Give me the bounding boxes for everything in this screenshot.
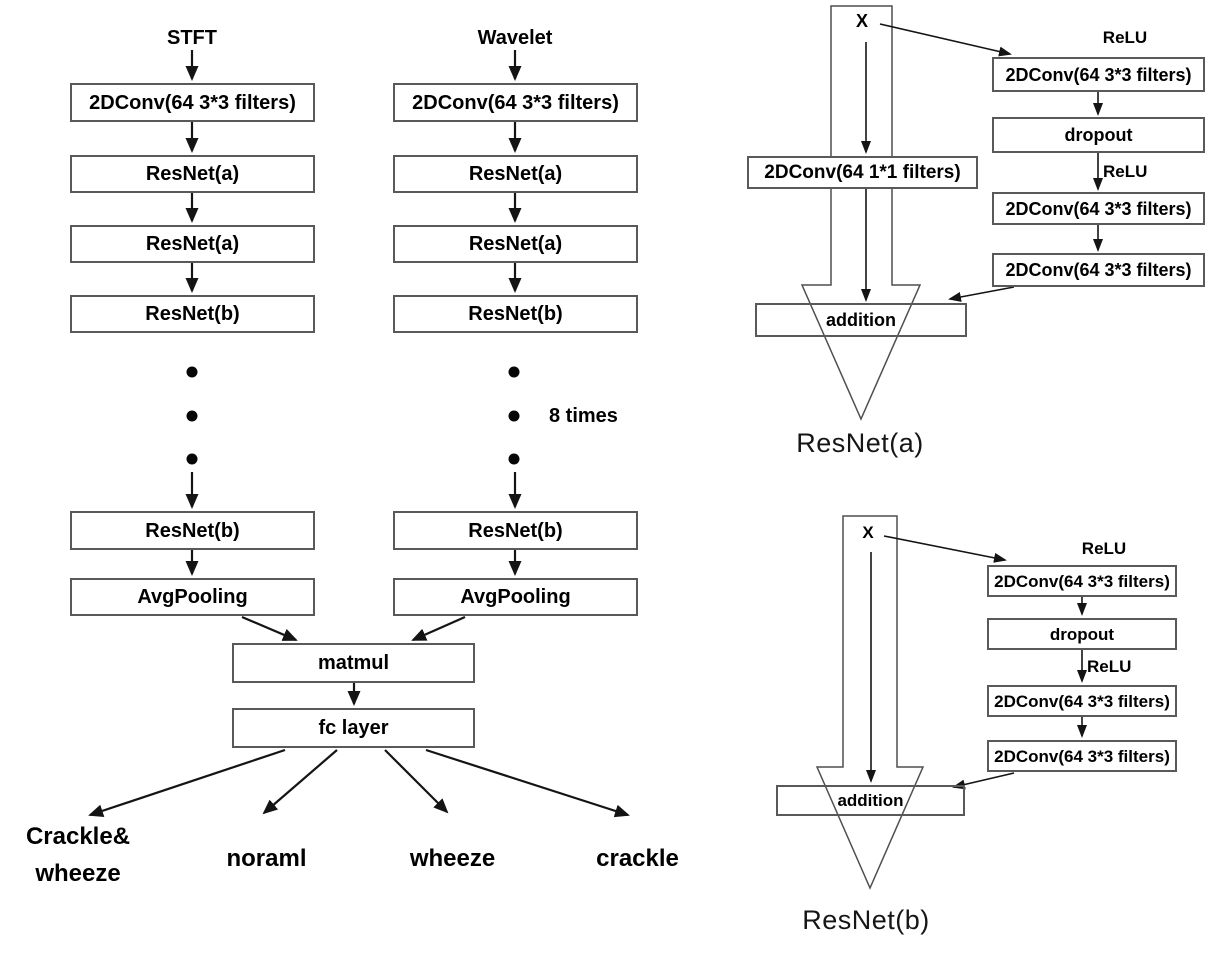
stft-input-label: STFT bbox=[167, 27, 217, 49]
fc-layer-box: fc layer bbox=[232, 708, 475, 748]
resnet-a-x-label: X bbox=[855, 11, 868, 31]
resnet-a-dropout-box: dropout bbox=[992, 117, 1205, 153]
matmul-box: matmul bbox=[232, 643, 475, 683]
resnet-a-relu-top-label: ReLU bbox=[1102, 28, 1148, 47]
resnet-b-block-arrow bbox=[815, 515, 925, 890]
resnet-a-shortcut-conv-box: 2DConv(64 1*1 filters) bbox=[747, 156, 978, 189]
wavelet-resnet-a-box-2: ResNet(a) bbox=[393, 225, 638, 263]
stft-conv-box: 2DConv(64 3*3 filters) bbox=[70, 83, 315, 122]
repeat-dots-wavelet bbox=[508, 366, 520, 465]
resnet-b-dropout-box: dropout bbox=[987, 618, 1177, 650]
stft-resnet-a-box-2: ResNet(a) bbox=[70, 225, 315, 263]
output-label-crackle-wheeze: Crackle& wheeze bbox=[25, 823, 131, 888]
output-label-noraml: noraml bbox=[226, 845, 307, 872]
wavelet-input-label: Wavelet bbox=[477, 27, 553, 49]
resnet-b-conv2-box: 2DConv(64 3*3 filters) bbox=[987, 685, 1177, 717]
repeat-dots-stft bbox=[186, 366, 198, 465]
merge-arrows bbox=[241, 615, 466, 706]
resnet-b-connectors bbox=[866, 535, 1087, 790]
stft-resnet-a-box-1: ResNet(a) bbox=[70, 155, 315, 193]
resnet-b-conv1-box: 2DConv(64 3*3 filters) bbox=[987, 565, 1177, 597]
resnet-b-caption: ResNet(b) bbox=[802, 905, 930, 935]
resnet-a-block-arrow bbox=[800, 5, 922, 421]
repeat-note: 8 times bbox=[549, 405, 618, 427]
output-label-crackle: crackle bbox=[596, 845, 679, 872]
resnet-a-addition-box: addition bbox=[755, 303, 967, 337]
resnet-a-connectors bbox=[861, 23, 1103, 302]
wavelet-conv-box: 2DConv(64 3*3 filters) bbox=[393, 83, 638, 122]
wavelet-resnet-b-box-2: ResNet(b) bbox=[393, 511, 638, 550]
resnet-a-caption: ResNet(a) bbox=[796, 428, 924, 458]
stft-resnet-b-box-2: ResNet(b) bbox=[70, 511, 315, 550]
resnet-a-conv2-box: 2DConv(64 3*3 filters) bbox=[992, 192, 1205, 225]
resnet-b-relu-top-label: ReLU bbox=[1081, 539, 1127, 558]
output-label-wheeze: wheeze bbox=[409, 845, 496, 872]
output-arrows bbox=[88, 748, 630, 818]
resnet-a-relu-mid-label: ReLU bbox=[1103, 162, 1148, 181]
resnet-b-conv3-box: 2DConv(64 3*3 filters) bbox=[987, 740, 1177, 772]
resnet-a-conv1-box: 2DConv(64 3*3 filters) bbox=[992, 57, 1205, 92]
stft-avgpooling-box: AvgPooling bbox=[70, 578, 315, 616]
resnet-b-addition-box: addition bbox=[776, 785, 965, 816]
resnet-b-x-label: X bbox=[862, 523, 874, 542]
stft-resnet-b-box-1: ResNet(b) bbox=[70, 295, 315, 333]
resnet-a-conv3-box: 2DConv(64 3*3 filters) bbox=[992, 253, 1205, 287]
wavelet-avgpooling-box: AvgPooling bbox=[393, 578, 638, 616]
resnet-b-relu-mid-label: ReLU bbox=[1087, 657, 1132, 676]
wavelet-resnet-b-box-1: ResNet(b) bbox=[393, 295, 638, 333]
wavelet-resnet-a-box-1: ResNet(a) bbox=[393, 155, 638, 193]
